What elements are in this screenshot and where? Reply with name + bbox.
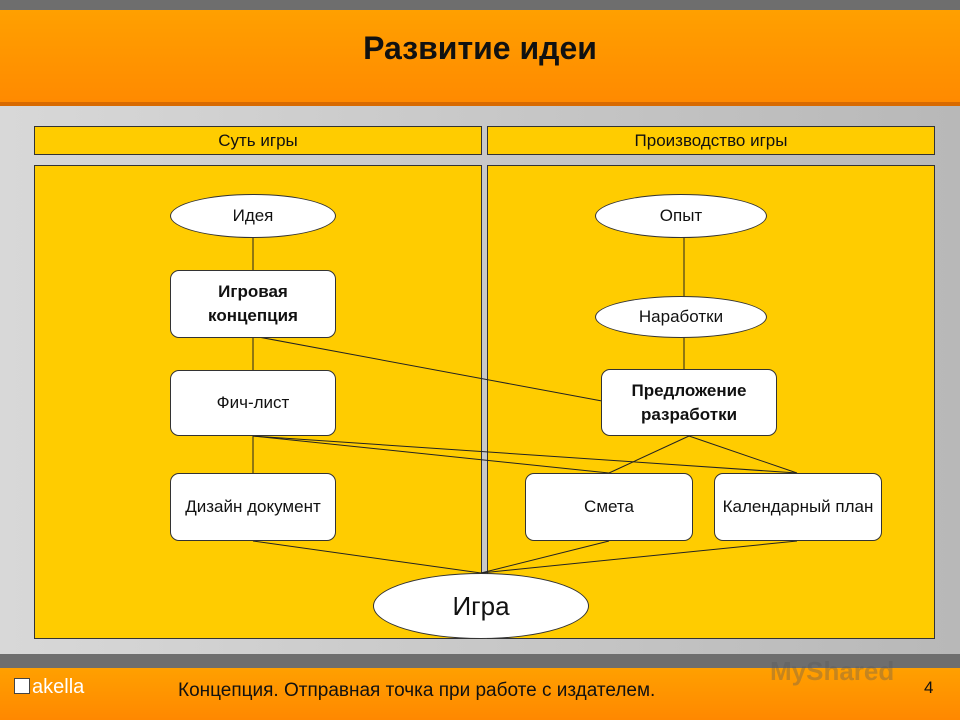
slide-title: Развитие идеи bbox=[363, 30, 597, 66]
node-experience: Опыт bbox=[595, 194, 767, 238]
line-featurelist-estimate bbox=[252, 435, 610, 474]
node-idea: Идея bbox=[170, 194, 336, 238]
node-groundwork: Наработки bbox=[595, 296, 767, 338]
line-estimate-game bbox=[480, 540, 610, 574]
company-logo: akella bbox=[14, 676, 84, 699]
logo-icon bbox=[14, 678, 30, 694]
line-design-game bbox=[252, 540, 482, 574]
node-feature-list: Фич-лист bbox=[170, 370, 336, 436]
left-section-header: Суть игры bbox=[34, 126, 482, 155]
node-development-proposal: Предложение разработки bbox=[601, 369, 777, 436]
line-proposal-estimate bbox=[608, 435, 690, 474]
page-number: 4 bbox=[924, 678, 934, 697]
node-schedule: Календарный план bbox=[714, 473, 882, 541]
node-estimate: Смета bbox=[525, 473, 693, 541]
footer-caption: Концепция. Отправная точка при работе с … bbox=[178, 680, 656, 701]
right-section-header: Производство игры bbox=[487, 126, 935, 155]
node-game-concept: Игровая концепция bbox=[170, 270, 336, 338]
node-game: Игра bbox=[373, 573, 589, 639]
line-schedule-game bbox=[480, 540, 798, 574]
bottom-strip bbox=[0, 654, 960, 668]
node-design-document: Дизайн документ bbox=[170, 473, 336, 541]
line-proposal-schedule bbox=[688, 435, 798, 474]
line-featurelist-schedule bbox=[252, 435, 798, 474]
top-strip bbox=[0, 0, 960, 10]
watermark: MyShared bbox=[770, 656, 895, 686]
logo-text: akella bbox=[32, 676, 85, 698]
footer-band bbox=[0, 668, 960, 720]
line-concept-proposal bbox=[252, 335, 603, 402]
title-band bbox=[0, 10, 960, 106]
